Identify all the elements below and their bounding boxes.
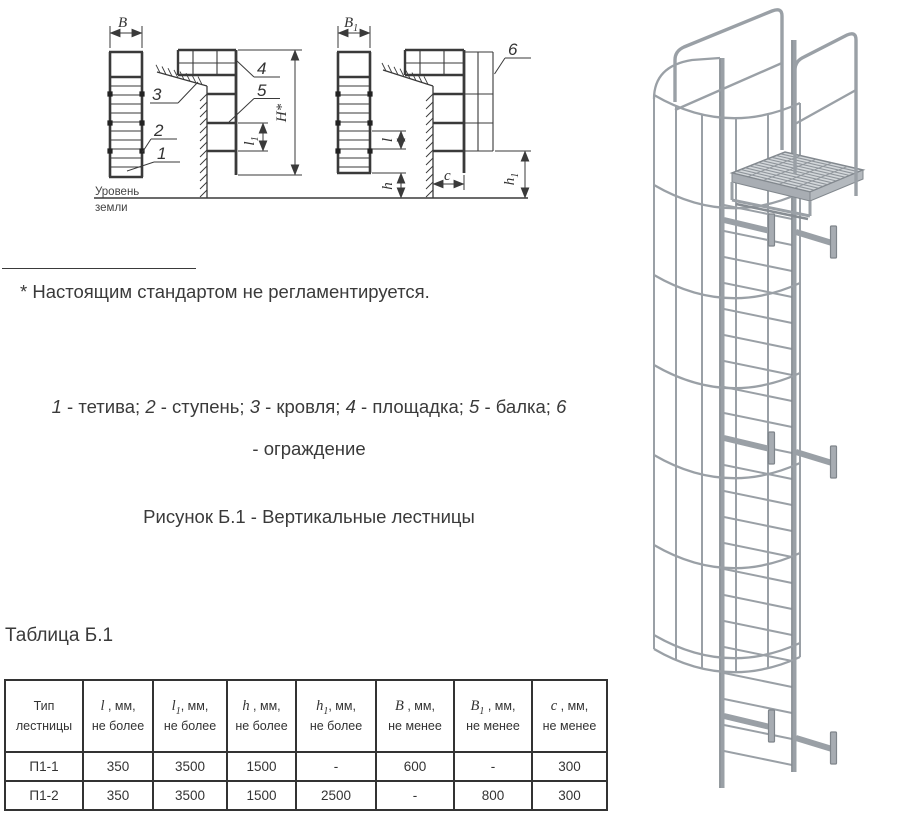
cell: 1500 [226,780,297,811]
callout-1: 1 [157,144,166,163]
rungs [723,204,793,766]
figure-b1-drawing: В В1 Н* l1 l h h1 с 1 2 3 4 5 6 Уровень … [94,15,531,214]
callout-5: 5 [257,81,267,100]
ground-level-label-line2: земли [95,202,128,214]
dim-B-label: В [118,15,127,31]
figure-legend-line2: - ограждение [252,438,366,459]
cell: 350 [82,780,154,811]
table-title: Таблица Б.1 [5,625,114,646]
wall-hatch [199,93,208,198]
figure-caption: Рисунок Б.1 - Вертикальные лестницы [143,506,475,527]
cell: - [453,751,533,782]
ladder-3d-render [652,8,866,788]
front-view-ladder-2 [335,50,373,175]
extension-lines [109,26,531,190]
legend-num-6: 6 [556,396,567,417]
dim-B1-label: В1 [344,15,358,34]
front-view-ladder-1 [107,50,145,179]
cell: П1-2 [4,780,84,811]
bracket-flanges [767,213,838,765]
side-view-ladder-1 [155,48,238,198]
top-handrails [673,8,858,196]
footnote-text: * Настоящим стандартом не регламентирует… [20,281,430,302]
table-row: П1-1 350 3500 1500 - 600 - 300 [4,751,608,782]
platform-right-edge [809,169,864,202]
legend-num-2: 2 [145,396,156,417]
dim-l-label: l [380,138,396,142]
roof-line [382,69,434,198]
grating-lines [736,153,859,191]
support-beams [207,92,236,153]
cell: - [375,780,455,811]
roof-line [156,71,208,198]
col-header-l1: l1, мм,не более [152,679,228,753]
col-header-c: с , мм,не менее [531,679,608,753]
col-header-l: l , мм,не более [82,679,154,753]
col-header-h1: h1, мм,не более [295,679,377,753]
cell: 600 [375,751,455,782]
callout-leaders [126,57,531,172]
cell: 300 [531,751,608,782]
cell: - [295,751,377,782]
table-row: П1-2 350 3500 1500 2500 - 800 300 [4,780,608,811]
col-header-B: В , мм,не менее [375,679,455,753]
cell: 300 [531,780,608,811]
dimension-lines [109,28,530,199]
dim-H-label: Н* [274,103,290,123]
footnote-rule [2,268,196,269]
cell: 1500 [226,751,297,782]
cell: 3500 [152,751,228,782]
dim-h-label: h [380,182,396,190]
wall-brackets [723,217,833,752]
railing-grid [464,51,494,152]
side-view-ladder-2 [381,48,494,198]
cell: П1-1 [4,751,84,782]
wall-hatch [425,93,434,198]
cell: 800 [453,780,533,811]
safety-cage [652,56,801,674]
cell: 3500 [152,780,228,811]
callout-3: 3 [152,85,162,104]
legend-num-4: 4 [345,396,356,417]
figure-legend: 1 - тетива; 2 - ступень; 3 - кровля; 4 -… [51,396,567,417]
cell: 350 [82,751,154,782]
callout-4: 4 [257,59,266,78]
ground-level-label-line1: Уровень [95,186,139,198]
col-header-h: h , мм,не более [226,679,297,753]
platform-supports [730,182,812,218]
col-header-B1: В1 , мм,не менее [453,679,533,753]
legend-num-1: 1 [51,396,62,417]
legend-num-5: 5 [469,396,480,417]
cell: 2500 [295,780,377,811]
callout-6: 6 [508,40,518,59]
platform [729,151,866,221]
callout-2: 2 [153,121,164,140]
legend-num-3: 3 [249,396,260,417]
support-beams [433,92,464,153]
dim-h1-label: h1 [502,173,521,186]
dim-l1-label: l1 [242,136,261,145]
dim-c-label: с [444,168,451,184]
